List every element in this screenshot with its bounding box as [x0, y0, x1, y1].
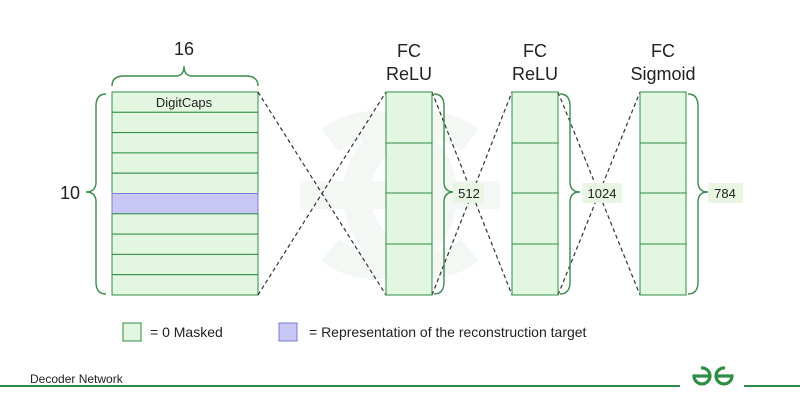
fc-layer-1-activation: ReLU: [386, 64, 432, 84]
footer-line-right: [744, 385, 800, 387]
fc-layer-3: [639, 91, 687, 296]
digitcaps-target-row: [111, 193, 259, 215]
footer-line-left: [0, 385, 680, 387]
digitcaps-row: [111, 233, 259, 255]
fc-layer-2: [511, 91, 559, 296]
footer-caption: Decoder Network: [30, 372, 123, 386]
digitcaps-row: [111, 172, 259, 194]
top-brace: [111, 65, 259, 87]
digitcaps-label: DigitCaps: [156, 95, 213, 110]
legend-masked-label: = 0 Masked: [150, 324, 223, 340]
digitcaps-row: [111, 253, 259, 276]
fc-layer-3-size-bg: [708, 183, 743, 203]
fc-layer-3-activation: Sigmoid: [630, 64, 695, 84]
legend-target-label: = Representation of the reconstruction t…: [309, 324, 587, 340]
digitcaps-row: [111, 274, 259, 296]
fc-layer-3-brace: [687, 93, 709, 295]
fc-layer-1-title: FC: [397, 41, 421, 61]
left-brace-label: 10: [60, 183, 80, 203]
fc-layer-3-title: FC: [651, 41, 675, 61]
digitcaps-row: [111, 213, 259, 235]
connections: [257, 91, 641, 296]
fc-layer-2-brace: [559, 93, 581, 295]
fc-layer-1-size-bg: [453, 183, 484, 203]
legend-target-swatch: [278, 322, 298, 342]
digitcaps-matrix: [111, 91, 259, 296]
geeksforgeeks-logo-icon: [692, 366, 734, 386]
fc-layer-2-activation: ReLU: [512, 64, 558, 84]
legend-masked-swatch: [122, 322, 142, 342]
fc-layer-2-size: 1024: [588, 186, 617, 201]
left-brace: [85, 93, 107, 295]
fc-layer-2-size-bg: [582, 183, 622, 203]
digitcaps-row: [111, 132, 259, 154]
fc-layer-3-size: 784: [714, 186, 736, 201]
fc-layer-2-title: FC: [523, 41, 547, 61]
digitcaps-row: [111, 152, 259, 174]
fc-layer-1-size: 512: [458, 186, 480, 201]
digitcaps-row: [111, 111, 259, 134]
fc-layer-1: [385, 91, 433, 296]
top-brace-label: 16: [174, 39, 194, 59]
